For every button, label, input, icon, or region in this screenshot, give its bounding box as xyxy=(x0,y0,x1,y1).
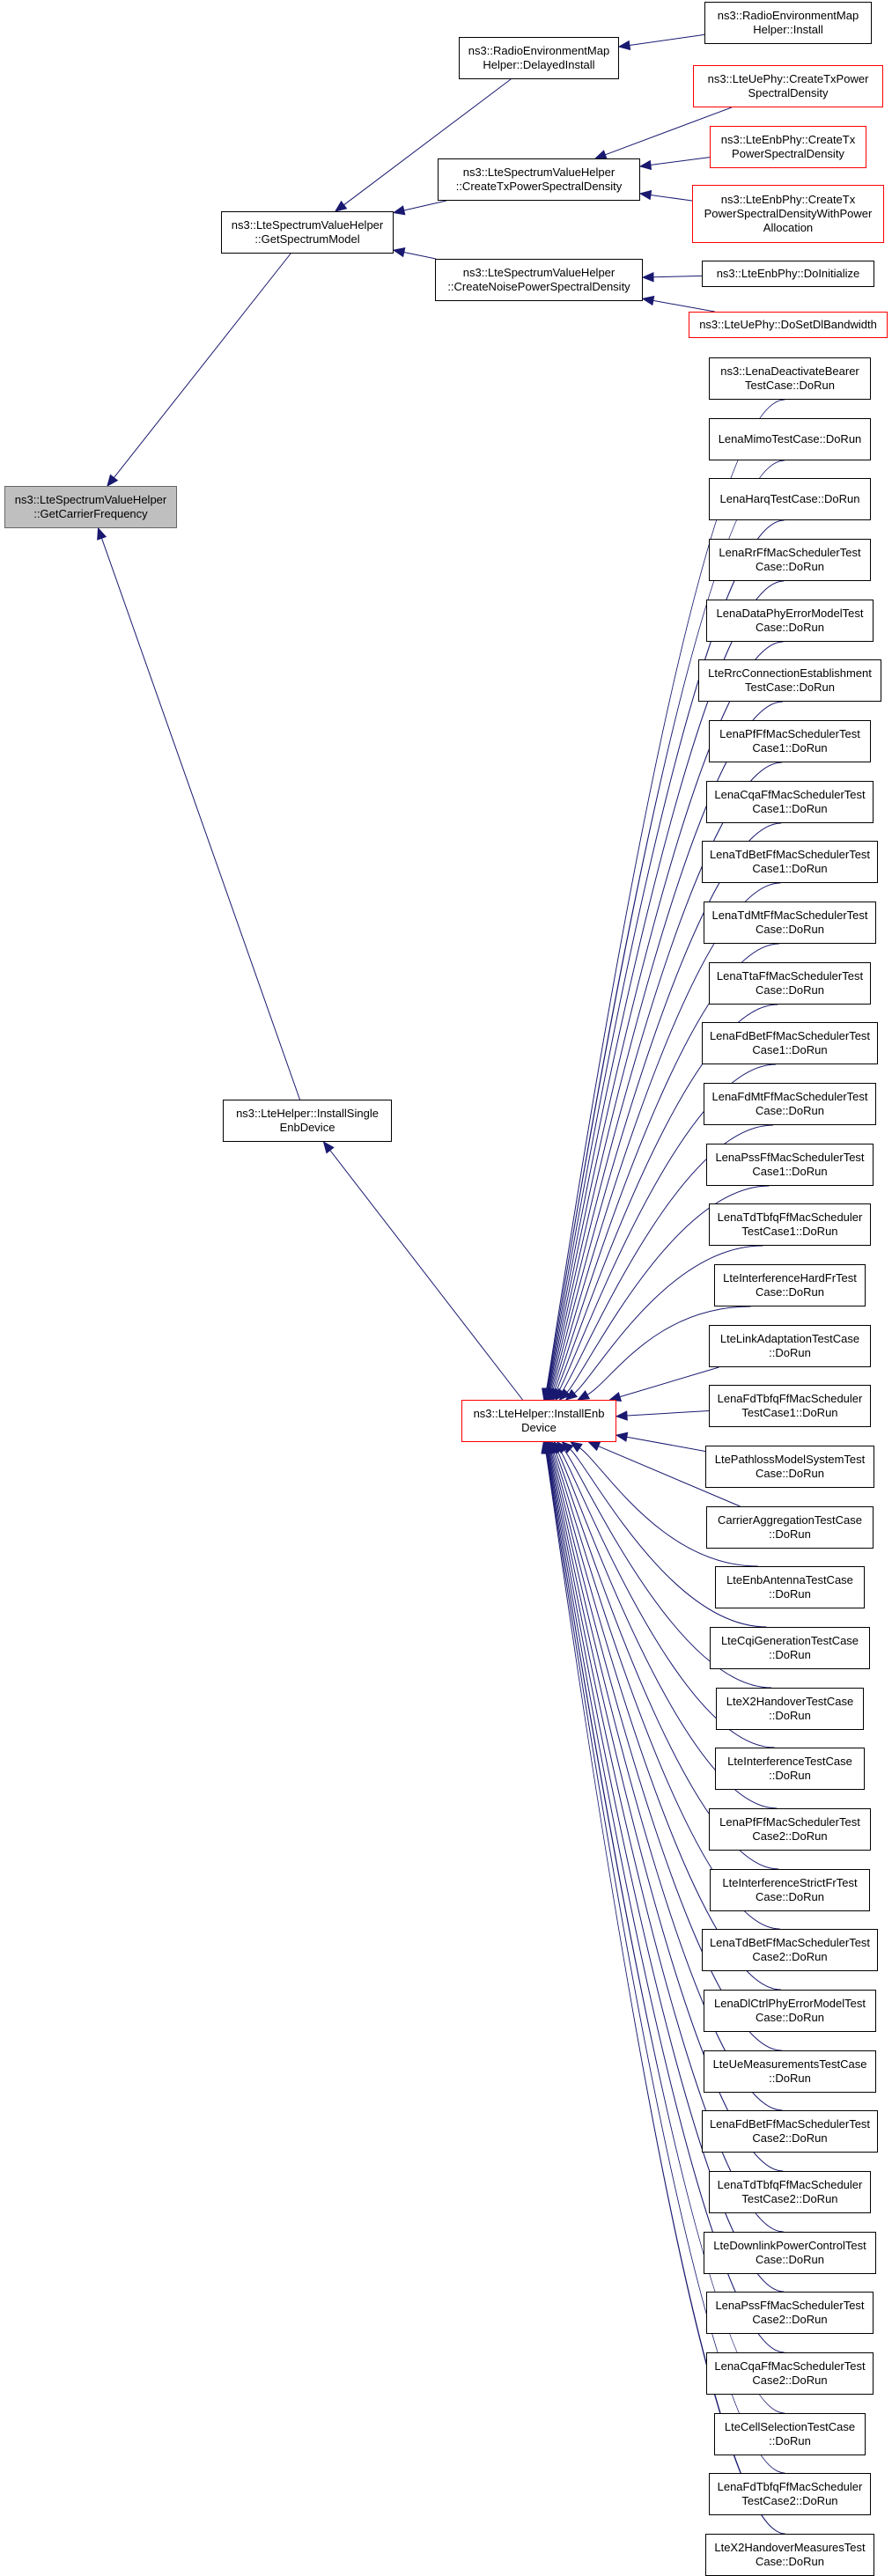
node-t07[interactable]: LenaPfFfMacSchedulerTest Case1::DoRun xyxy=(709,720,871,762)
node-t16[interactable]: LteInterferenceHardFrTest Case::DoRun xyxy=(714,1264,866,1306)
node-txpsd[interactable]: ns3::LteSpectrumValueHelper ::CreateTxPo… xyxy=(438,158,640,201)
edge-t23-to-installenb xyxy=(564,1449,772,1689)
node-enbdoinit[interactable]: ns3::LteEnbPhy::DoInitialize xyxy=(702,261,874,287)
node-uephytx[interactable]: ns3::LteUePhy::CreateTxPower SpectralDen… xyxy=(693,65,883,107)
edge-t17-to-installenb xyxy=(619,1366,719,1398)
edge-t16-to-installenb xyxy=(586,1306,751,1395)
edge-t13-to-installenb xyxy=(562,1124,774,1392)
node-t20[interactable]: CarrierAggregationTestCase ::DoRun xyxy=(706,1506,874,1549)
edge-t18-to-installenb xyxy=(626,1410,710,1417)
node-t29[interactable]: LteUeMeasurementsTestCase ::DoRun xyxy=(704,2050,876,2093)
node-t15[interactable]: LenaTdTbfqFfMacScheduler TestCase1::DoRu… xyxy=(709,1203,871,1246)
node-t06[interactable]: LteRrcConnectionEstablishment TestCase::… xyxy=(698,659,881,702)
edge-uedoset-to-noisepsd xyxy=(652,299,715,313)
node-t25[interactable]: LenaPfFfMacSchedulerTest Case2::DoRun xyxy=(709,1808,871,1851)
edge-reminstall-to-delayed xyxy=(629,33,705,46)
node-enbphytxalloc[interactable]: ns3::LteEnbPhy::CreateTx PowerSpectralDe… xyxy=(692,185,884,243)
node-installenb[interactable]: ns3::LteHelper::InstallEnb Device xyxy=(461,1400,616,1442)
arrowhead-t14-to-installenb xyxy=(558,1388,571,1401)
node-t23[interactable]: LteX2HandoverTestCase ::DoRun xyxy=(716,1688,864,1730)
arrowhead-enbphytx-to-txpsd xyxy=(638,159,652,171)
edge-t15-to-installenb xyxy=(573,1245,763,1394)
edge-enbphytx-to-txpsd xyxy=(650,157,711,166)
node-t02[interactable]: LenaMimoTestCase::DoRun xyxy=(709,418,871,460)
node-t01[interactable]: ns3::LenaDeactivateBearer TestCase::DoRu… xyxy=(709,357,871,400)
node-uedoset[interactable]: ns3::LteUePhy::DoSetDlBandwidth xyxy=(689,312,888,338)
node-t24[interactable]: LteInterferenceTestCase ::DoRun xyxy=(715,1748,865,1790)
arrowhead-t20-to-installenb xyxy=(587,1441,601,1452)
node-t03[interactable]: LenaHarqTestCase::DoRun xyxy=(709,478,871,520)
node-noisepsd[interactable]: ns3::LteSpectrumValueHelper ::CreateNois… xyxy=(435,259,643,301)
arrowhead-noisepsd-to-getspec xyxy=(392,247,406,258)
node-delayed[interactable]: ns3::RadioEnvironmentMap Helper::Delayed… xyxy=(459,37,619,79)
node-t27[interactable]: LenaTdBetFfMacSchedulerTest Case2::DoRun xyxy=(702,1929,878,1971)
node-t28[interactable]: LenaDlCtrlPhyErrorModelTest Case::DoRun xyxy=(704,1990,876,2032)
node-t12[interactable]: LenaFdBetFfMacSchedulerTest Case1::DoRun xyxy=(702,1022,878,1064)
node-t22[interactable]: LteCqiGenerationTestCase ::DoRun xyxy=(710,1627,870,1669)
arrowhead-reminstall-to-delayed xyxy=(617,40,631,51)
edge-t14-to-installenb xyxy=(566,1185,770,1393)
edge-t03-to-installenb xyxy=(547,519,785,1390)
edge-t12-to-installenb xyxy=(558,1064,777,1392)
arrowhead-enbphytxalloc-to-txpsd xyxy=(638,189,652,201)
node-t05[interactable]: LenaDataPhyErrorModelTest Case::DoRun xyxy=(706,600,874,642)
edge-t20-to-installenb xyxy=(598,1446,741,1507)
arrowhead-t19-to-installenb xyxy=(615,1432,629,1442)
arrowhead-delayed-to-getspec xyxy=(334,200,348,212)
node-t31[interactable]: LenaTdTbfqFfMacScheduler TestCase2::DoRu… xyxy=(709,2171,871,2213)
node-t10[interactable]: LenaTdMtFfMacSchedulerTest Case::DoRun xyxy=(704,902,876,944)
node-t09[interactable]: LenaTdBetFfMacSchedulerTest Case1::DoRun xyxy=(702,841,878,883)
node-getspec[interactable]: ns3::LteSpectrumValueHelper ::GetSpectru… xyxy=(221,211,394,254)
node-t17[interactable]: LteLinkAdaptationTestCase ::DoRun xyxy=(709,1325,871,1367)
node-t32[interactable]: LteDownlinkPowerControlTest Case::DoRun xyxy=(704,2232,876,2274)
arrowhead-t15-to-installenb xyxy=(564,1388,579,1401)
edge-uephytx-to-txpsd xyxy=(605,107,733,156)
node-t35[interactable]: LteCellSelectionTestCase ::DoRun xyxy=(714,2413,866,2455)
arrowhead-t18-to-installenb xyxy=(615,1410,628,1421)
arrowhead-txpsd-to-getspec xyxy=(392,205,406,216)
node-t13[interactable]: LenaFdMtFfMacSchedulerTest Case::DoRun xyxy=(704,1083,876,1125)
node-t11[interactable]: LenaTtaFfMacSchedulerTest Case::DoRun xyxy=(709,962,871,1005)
node-reminstall[interactable]: ns3::RadioEnvironmentMap Helper::Install xyxy=(704,2,872,44)
node-t30[interactable]: LenaFdBetFfMacSchedulerTest Case2::DoRun xyxy=(702,2110,878,2153)
arrowhead-installsingle-to-root xyxy=(97,526,107,541)
edge-enbphytxalloc-to-txpsd xyxy=(650,195,693,202)
arrowhead-t16-to-installenb xyxy=(577,1390,591,1401)
node-t08[interactable]: LenaCqaFfMacSchedulerTest Case1::DoRun xyxy=(706,781,874,823)
edge-delayed-to-getspec xyxy=(343,78,512,206)
arrowhead-getspec-to-root xyxy=(107,474,119,488)
node-t18[interactable]: LenaFdTbfqFfMacScheduler TestCase1::DoRu… xyxy=(709,1385,871,1427)
node-t19[interactable]: LtePathlossModelSystemTest Case::DoRun xyxy=(705,1446,874,1488)
node-t37[interactable]: LteX2HandoverMeasuresTest Case::DoRun xyxy=(705,2534,874,2576)
edge-txpsd-to-getspec xyxy=(403,200,446,211)
edge-installsingle-to-root xyxy=(101,538,300,1100)
node-t21[interactable]: LteEnbAntennaTestCase ::DoRun xyxy=(715,1566,865,1608)
node-t14[interactable]: LenaPssFfMacSchedulerTest Case1::DoRun xyxy=(706,1144,874,1186)
arrowhead-uedoset-to-noisepsd xyxy=(641,295,655,306)
arrowhead-installenb-to-installsingle xyxy=(322,1140,335,1154)
node-installsingle[interactable]: ns3::LteHelper::InstallSingle EnbDevice xyxy=(223,1100,392,1142)
edge-installenb-to-installsingle xyxy=(329,1150,523,1401)
edge-t21-to-installenb xyxy=(579,1447,758,1567)
node-t33[interactable]: LenaPssFfMacSchedulerTest Case2::DoRun xyxy=(706,2292,874,2334)
node-root: ns3::LteSpectrumValueHelper ::GetCarrier… xyxy=(4,486,177,528)
edge-t24-to-installenb xyxy=(559,1450,775,1748)
edge-t22-to-installenb xyxy=(570,1448,767,1628)
arrowhead-t21-to-installenb xyxy=(570,1441,583,1453)
edge-t19-to-installenb xyxy=(626,1436,706,1452)
node-t26[interactable]: LteInterferenceStrictFrTest Case::DoRun xyxy=(710,1869,870,1911)
edge-t25-to-installenb xyxy=(557,1450,778,1809)
edge-noisepsd-to-getspec xyxy=(403,252,437,260)
arrowhead-t37-to-installenb xyxy=(541,1440,551,1454)
arrowhead-enbdoinit-to-noisepsd xyxy=(641,272,654,283)
edge-getspec-to-root xyxy=(114,253,291,478)
node-t04[interactable]: LenaRrFfMacSchedulerTest Case::DoRun xyxy=(709,539,871,581)
node-enbphytx[interactable]: ns3::LteEnbPhy::CreateTx PowerSpectralDe… xyxy=(710,126,866,168)
node-t36[interactable]: LenaFdTbfqFfMacScheduler TestCase2::DoRu… xyxy=(709,2473,871,2515)
node-t34[interactable]: LenaCqaFfMacSchedulerTest Case2::DoRun xyxy=(706,2352,874,2395)
